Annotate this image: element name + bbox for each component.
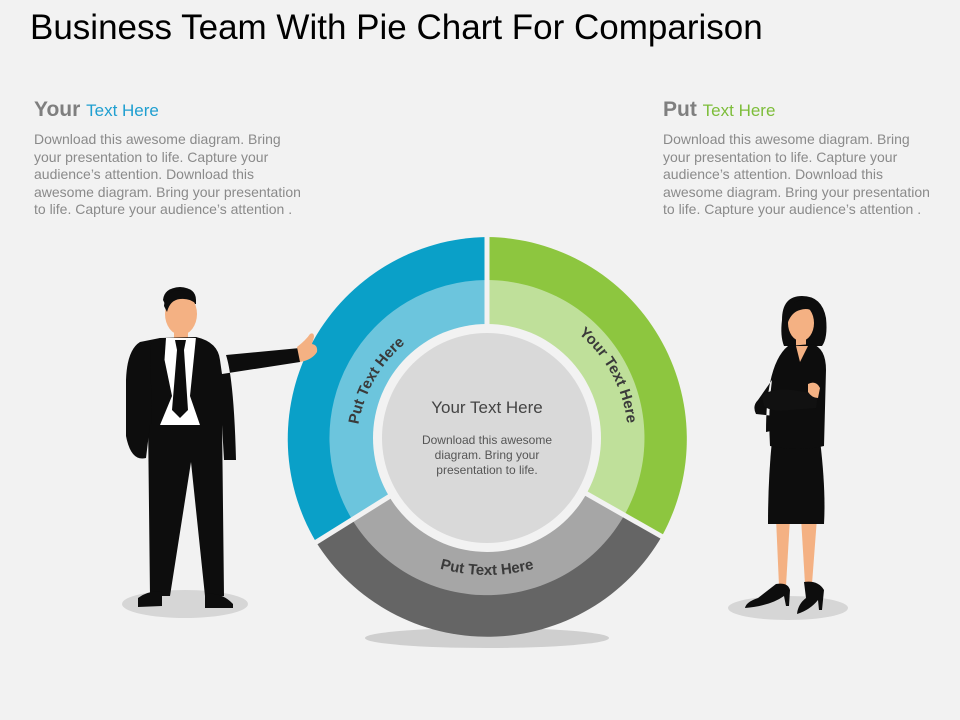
- center-title: Your Text Here: [431, 398, 543, 417]
- right-text-block: Put Text Here Download this awesome diag…: [663, 96, 933, 219]
- right-body-text: Download this awesome diagram. Bring you…: [663, 131, 930, 217]
- right-heading-strong: Put: [663, 98, 697, 121]
- left-text-block: Your Text Here Download this awesome dia…: [34, 96, 304, 219]
- ring-separator-left: [308, 490, 397, 549]
- left-heading-light: Text Here: [86, 101, 159, 120]
- right-heading: Put Text Here: [663, 96, 933, 125]
- businesswoman-figure: [745, 296, 827, 614]
- left-heading-strong: Your: [34, 98, 81, 121]
- left-heading: Your Text Here: [34, 96, 304, 125]
- ring-shadow: [365, 628, 609, 648]
- ring-label-3-path: Put Text Here: [439, 556, 535, 579]
- center-disc: [382, 333, 592, 543]
- ring-separator-right: [578, 487, 670, 543]
- right-heading-light: Text Here: [702, 101, 776, 120]
- left-body-text: Download this awesome diagram. Bring you…: [34, 131, 301, 217]
- page-title: Business Team With Pie Chart For Compari…: [30, 8, 763, 47]
- ring-label-3: Put Text Here: [439, 556, 535, 579]
- businessman-figure: [126, 287, 318, 608]
- center-body: Download this awesome diagram. Bring you…: [421, 433, 553, 477]
